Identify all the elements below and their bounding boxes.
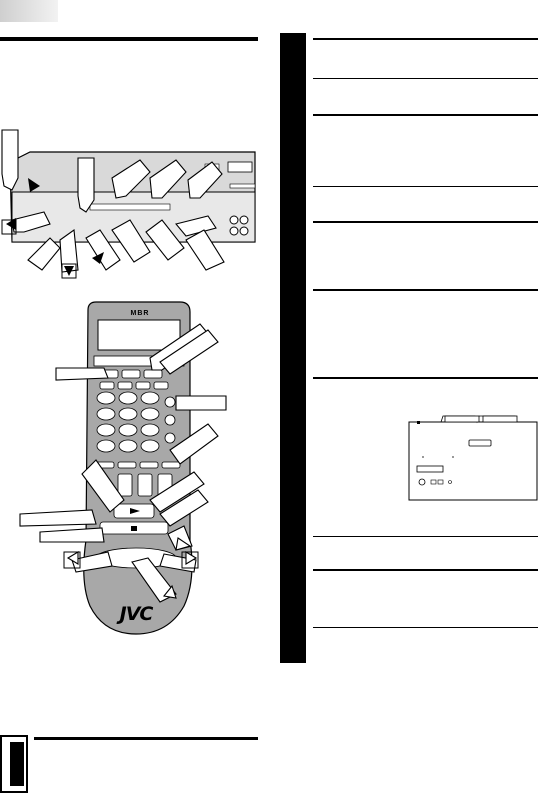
triangle-arrow-icon (6, 178, 104, 276)
screen-menu-diagram (408, 415, 538, 501)
right-rule-10 (313, 627, 538, 628)
right-rule-6 (313, 289, 538, 291)
triangle-arrow-icon (66, 537, 198, 599)
right-rule-1 (313, 38, 538, 40)
right-rule-4 (313, 186, 538, 187)
right-rule-5 (313, 221, 538, 223)
section-side-bar (280, 33, 306, 663)
left-section-rule (0, 37, 258, 41)
right-rule-8 (313, 536, 538, 537)
vcr-unit (1, 129, 256, 279)
right-rule-7 (313, 377, 538, 379)
remote-control: MBR (19, 301, 227, 635)
remote-brand-logo: JVC (116, 603, 154, 625)
right-rule-2 (313, 78, 538, 79)
remote-model-label: MBR (131, 310, 150, 317)
right-rule-3 (313, 114, 538, 116)
page-tab (0, 0, 58, 22)
note-rule (34, 737, 258, 740)
note-box-bar (10, 742, 24, 786)
hand-pointer-icon (1, 129, 225, 273)
hand-pointer-icon (19, 323, 227, 603)
right-rule-9 (313, 569, 538, 571)
